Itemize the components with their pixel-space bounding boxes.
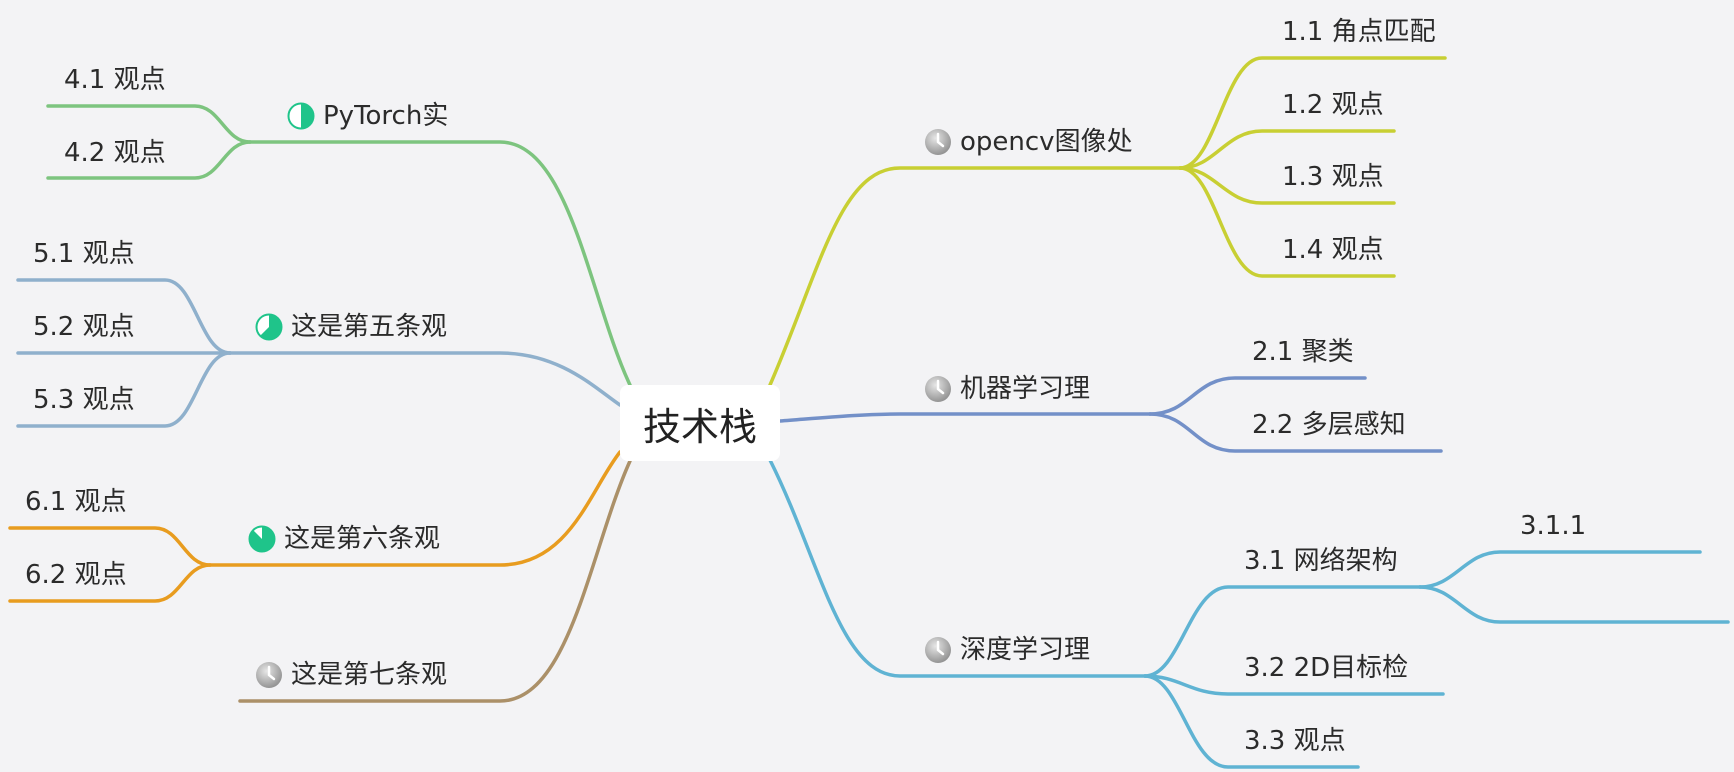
branch-label: 这是第五条观 — [291, 312, 448, 342]
edge-b5-c1 — [16, 278, 232, 355]
edge-root-b5 — [228, 351, 622, 407]
branch-node-opencv[interactable]: opencv图像处 — [924, 128, 1133, 156]
clock-gray-icon — [925, 129, 951, 155]
branch-label: 这是第六条观 — [284, 524, 441, 554]
edge-b2-c2 — [1148, 412, 1443, 453]
branch-node-six[interactable]: 这是第六条观 — [248, 525, 440, 553]
leaf-node[interactable]: 5.2 观点 — [33, 312, 135, 342]
progress-half-icon — [287, 102, 315, 130]
edge-b1-c4 — [1178, 166, 1396, 278]
root-label: 技术栈 — [642, 404, 757, 449]
progress-seven-eighths-icon — [248, 525, 276, 553]
edge-root-b7 — [238, 459, 632, 703]
edge-root-b1 — [768, 166, 1182, 387]
clock-gray-icon — [925, 637, 951, 663]
branch-node-ml[interactable]: 机器学习理 — [924, 375, 1090, 403]
edge-b1-c3 — [1178, 166, 1396, 205]
subtopic-node[interactable]: 3.1 网络架构 — [1244, 546, 1398, 576]
branch-node-dl[interactable]: 深度学习理 — [924, 636, 1090, 664]
leaf-node[interactable]: 5.3 观点 — [33, 385, 135, 415]
leaf-node[interactable]: 1.1 角点匹配 — [1282, 17, 1436, 47]
edge-b3-c1 — [1143, 585, 1422, 678]
leaf-node[interactable]: 5.1 观点 — [33, 239, 135, 269]
edge-b3-c3 — [1143, 674, 1360, 769]
leaf-node[interactable]: 6.2 观点 — [25, 560, 127, 590]
branch-label: 这是第七条观 — [291, 660, 448, 690]
leaf-node[interactable]: 1.3 观点 — [1282, 162, 1384, 192]
edge-b5-c3 — [16, 351, 232, 428]
branch-node-five[interactable]: 这是第五条观 — [255, 313, 447, 341]
clock-gray-icon — [925, 376, 951, 402]
edge-b31-c2 — [1418, 585, 1730, 624]
leaf-node[interactable]: 1.2 观点 — [1282, 90, 1384, 120]
edge-b4-c1 — [46, 104, 252, 144]
clock-gray-icon — [256, 662, 282, 688]
edge-b2-c1 — [1148, 376, 1367, 416]
branch-label: 机器学习理 — [960, 374, 1091, 404]
edge-b1-c2 — [1178, 129, 1396, 170]
leaf-node[interactable]: 1.4 观点 — [1282, 235, 1384, 265]
root-node[interactable]: 技术栈 — [620, 385, 780, 461]
leaf-node[interactable]: 4.1 观点 — [64, 65, 166, 95]
edge-root-b3 — [768, 458, 1147, 678]
edge-b4-c2 — [46, 140, 252, 180]
edge-root-b6 — [208, 450, 622, 567]
edge-b6-c2 — [8, 563, 212, 603]
edge-b6-c1 — [8, 526, 212, 567]
branch-node-seven[interactable]: 这是第七条观 — [255, 661, 447, 689]
edge-root-b2 — [778, 412, 1152, 423]
leaf-node[interactable]: 2.1 聚类 — [1252, 337, 1354, 367]
branch-label: 深度学习理 — [960, 635, 1091, 665]
edge-b3-c2 — [1143, 674, 1445, 696]
leaf-node[interactable]: 2.2 多层感知 — [1252, 410, 1406, 440]
leaf-node[interactable]: 6.1 观点 — [25, 487, 127, 517]
leaf-node[interactable]: 4.2 观点 — [64, 138, 166, 168]
leaf-node[interactable]: 3.1.1 — [1520, 511, 1587, 541]
leaf-node[interactable]: 3.3 观点 — [1244, 726, 1346, 756]
progress-five-eighths-icon — [255, 313, 283, 341]
branch-label: PyTorch实 — [323, 101, 449, 131]
branch-node-pytorch[interactable]: PyTorch实 — [287, 102, 448, 130]
branch-label: opencv图像处 — [960, 127, 1133, 157]
leaf-node[interactable]: 3.2 2D目标检 — [1244, 653, 1409, 683]
edge-b1-c1 — [1178, 56, 1447, 170]
edge-root-b4 — [248, 140, 632, 387]
edge-b31-c1 — [1418, 550, 1702, 589]
